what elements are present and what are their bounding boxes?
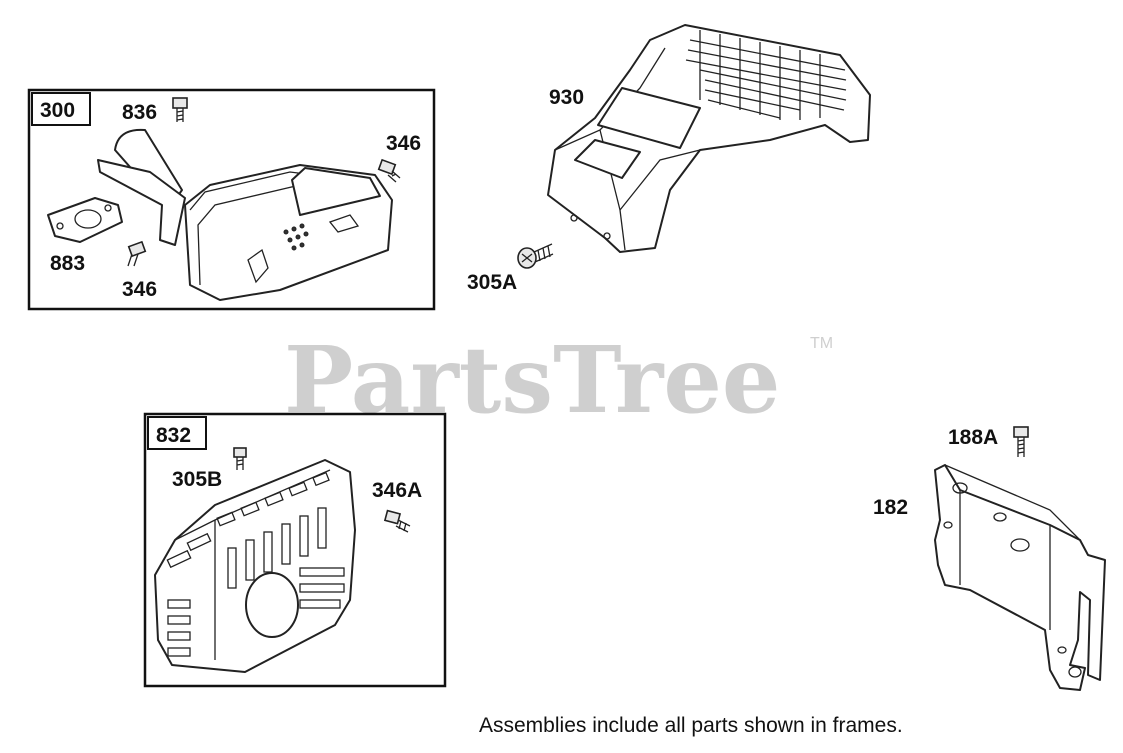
callout-836[interactable]: 836 [122,101,157,124]
callout-346-top[interactable]: 346 [386,132,421,155]
bolt-188A[interactable] [1013,426,1029,457]
frame-300-tag [31,92,91,126]
callout-930[interactable]: 930 [549,86,584,109]
screw-305B[interactable] [233,447,247,470]
screw-305A[interactable] [517,243,554,269]
callout-883[interactable]: 883 [50,252,85,275]
watermark-text: PartsTree [284,326,780,434]
callout-346A[interactable]: 346A [372,479,422,502]
frame-832-tag [147,416,207,450]
callout-305A[interactable]: 305A [467,271,517,294]
frame-300-label: 300 [40,99,75,122]
callout-182[interactable]: 182 [873,496,908,519]
muffler-part[interactable] [97,128,393,301]
callout-305B[interactable]: 305B [172,468,222,491]
callout-188A[interactable]: 188A [948,426,998,449]
shroud-fins [685,30,847,120]
frame-832-label: 832 [156,424,191,447]
watermark-trademark: TM [810,335,833,352]
gasket-883[interactable] [47,197,123,243]
screw-346-bottom[interactable] [127,240,147,267]
frame-300[interactable]: 300 [27,88,436,311]
screw-346-top[interactable] [377,158,401,183]
callout-346-bottom[interactable]: 346 [122,278,157,301]
bolt-836[interactable] [172,97,188,122]
watermark: PartsTree TM [284,326,833,434]
muffler-vent-holes [283,223,309,251]
frame-832[interactable]: 832 [143,412,447,688]
bracket-182[interactable] [934,464,1106,691]
shroud-930[interactable] [547,24,871,253]
heat-shield-slots [166,471,345,657]
frame-832-border [143,412,447,688]
heat-shield-part[interactable] [154,459,356,673]
footer-note: Assemblies include all parts shown in fr… [479,714,903,737]
frame-300-border [27,88,436,311]
screw-346A[interactable] [383,509,411,533]
